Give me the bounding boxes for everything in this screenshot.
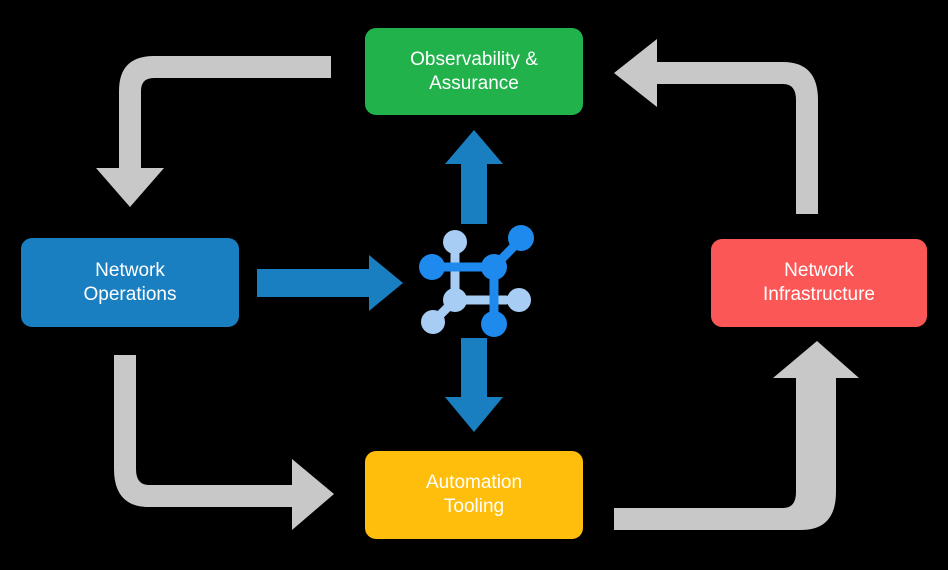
node-network-infrastructure[interactable]: Network Infrastructure bbox=[711, 239, 927, 327]
topology-nodes-secondary bbox=[421, 230, 531, 334]
node-label-infrastructure-line1: Network bbox=[784, 260, 854, 281]
arrow-center-to-observability bbox=[445, 130, 503, 224]
node-observability-assurance[interactable]: Observability & Assurance bbox=[365, 28, 583, 115]
node-automation-tooling[interactable]: Automation Tooling bbox=[365, 451, 583, 539]
node-label-operations-line1: Network bbox=[95, 260, 165, 281]
node-box-network-operations[interactable] bbox=[21, 238, 239, 327]
node-box-observability-assurance[interactable] bbox=[365, 28, 583, 115]
node-label-automation-line2: Tooling bbox=[444, 496, 504, 517]
node-box-network-infrastructure[interactable] bbox=[711, 239, 927, 327]
arrow-center-to-automation bbox=[445, 338, 503, 432]
node-box-automation-tooling[interactable] bbox=[365, 451, 583, 539]
arrow-observability-to-operations bbox=[96, 56, 331, 207]
node-label-infrastructure-line2: Infrastructure bbox=[763, 284, 875, 305]
topology-nodes-primary bbox=[419, 225, 534, 337]
network-topology-icon bbox=[419, 225, 534, 337]
arrow-infrastructure-to-observability bbox=[614, 39, 818, 214]
arrow-operations-to-center bbox=[257, 255, 403, 311]
node-network-operations[interactable]: Network Operations bbox=[21, 238, 239, 327]
arrow-operations-to-automation bbox=[114, 355, 334, 530]
node-label-automation-line1: Automation bbox=[426, 472, 522, 493]
node-label-observability-line1: Observability & bbox=[410, 49, 538, 70]
arrow-automation-to-infrastructure bbox=[614, 341, 859, 530]
node-label-observability-line2: Assurance bbox=[429, 73, 519, 94]
node-label-operations-line2: Operations bbox=[84, 284, 177, 305]
